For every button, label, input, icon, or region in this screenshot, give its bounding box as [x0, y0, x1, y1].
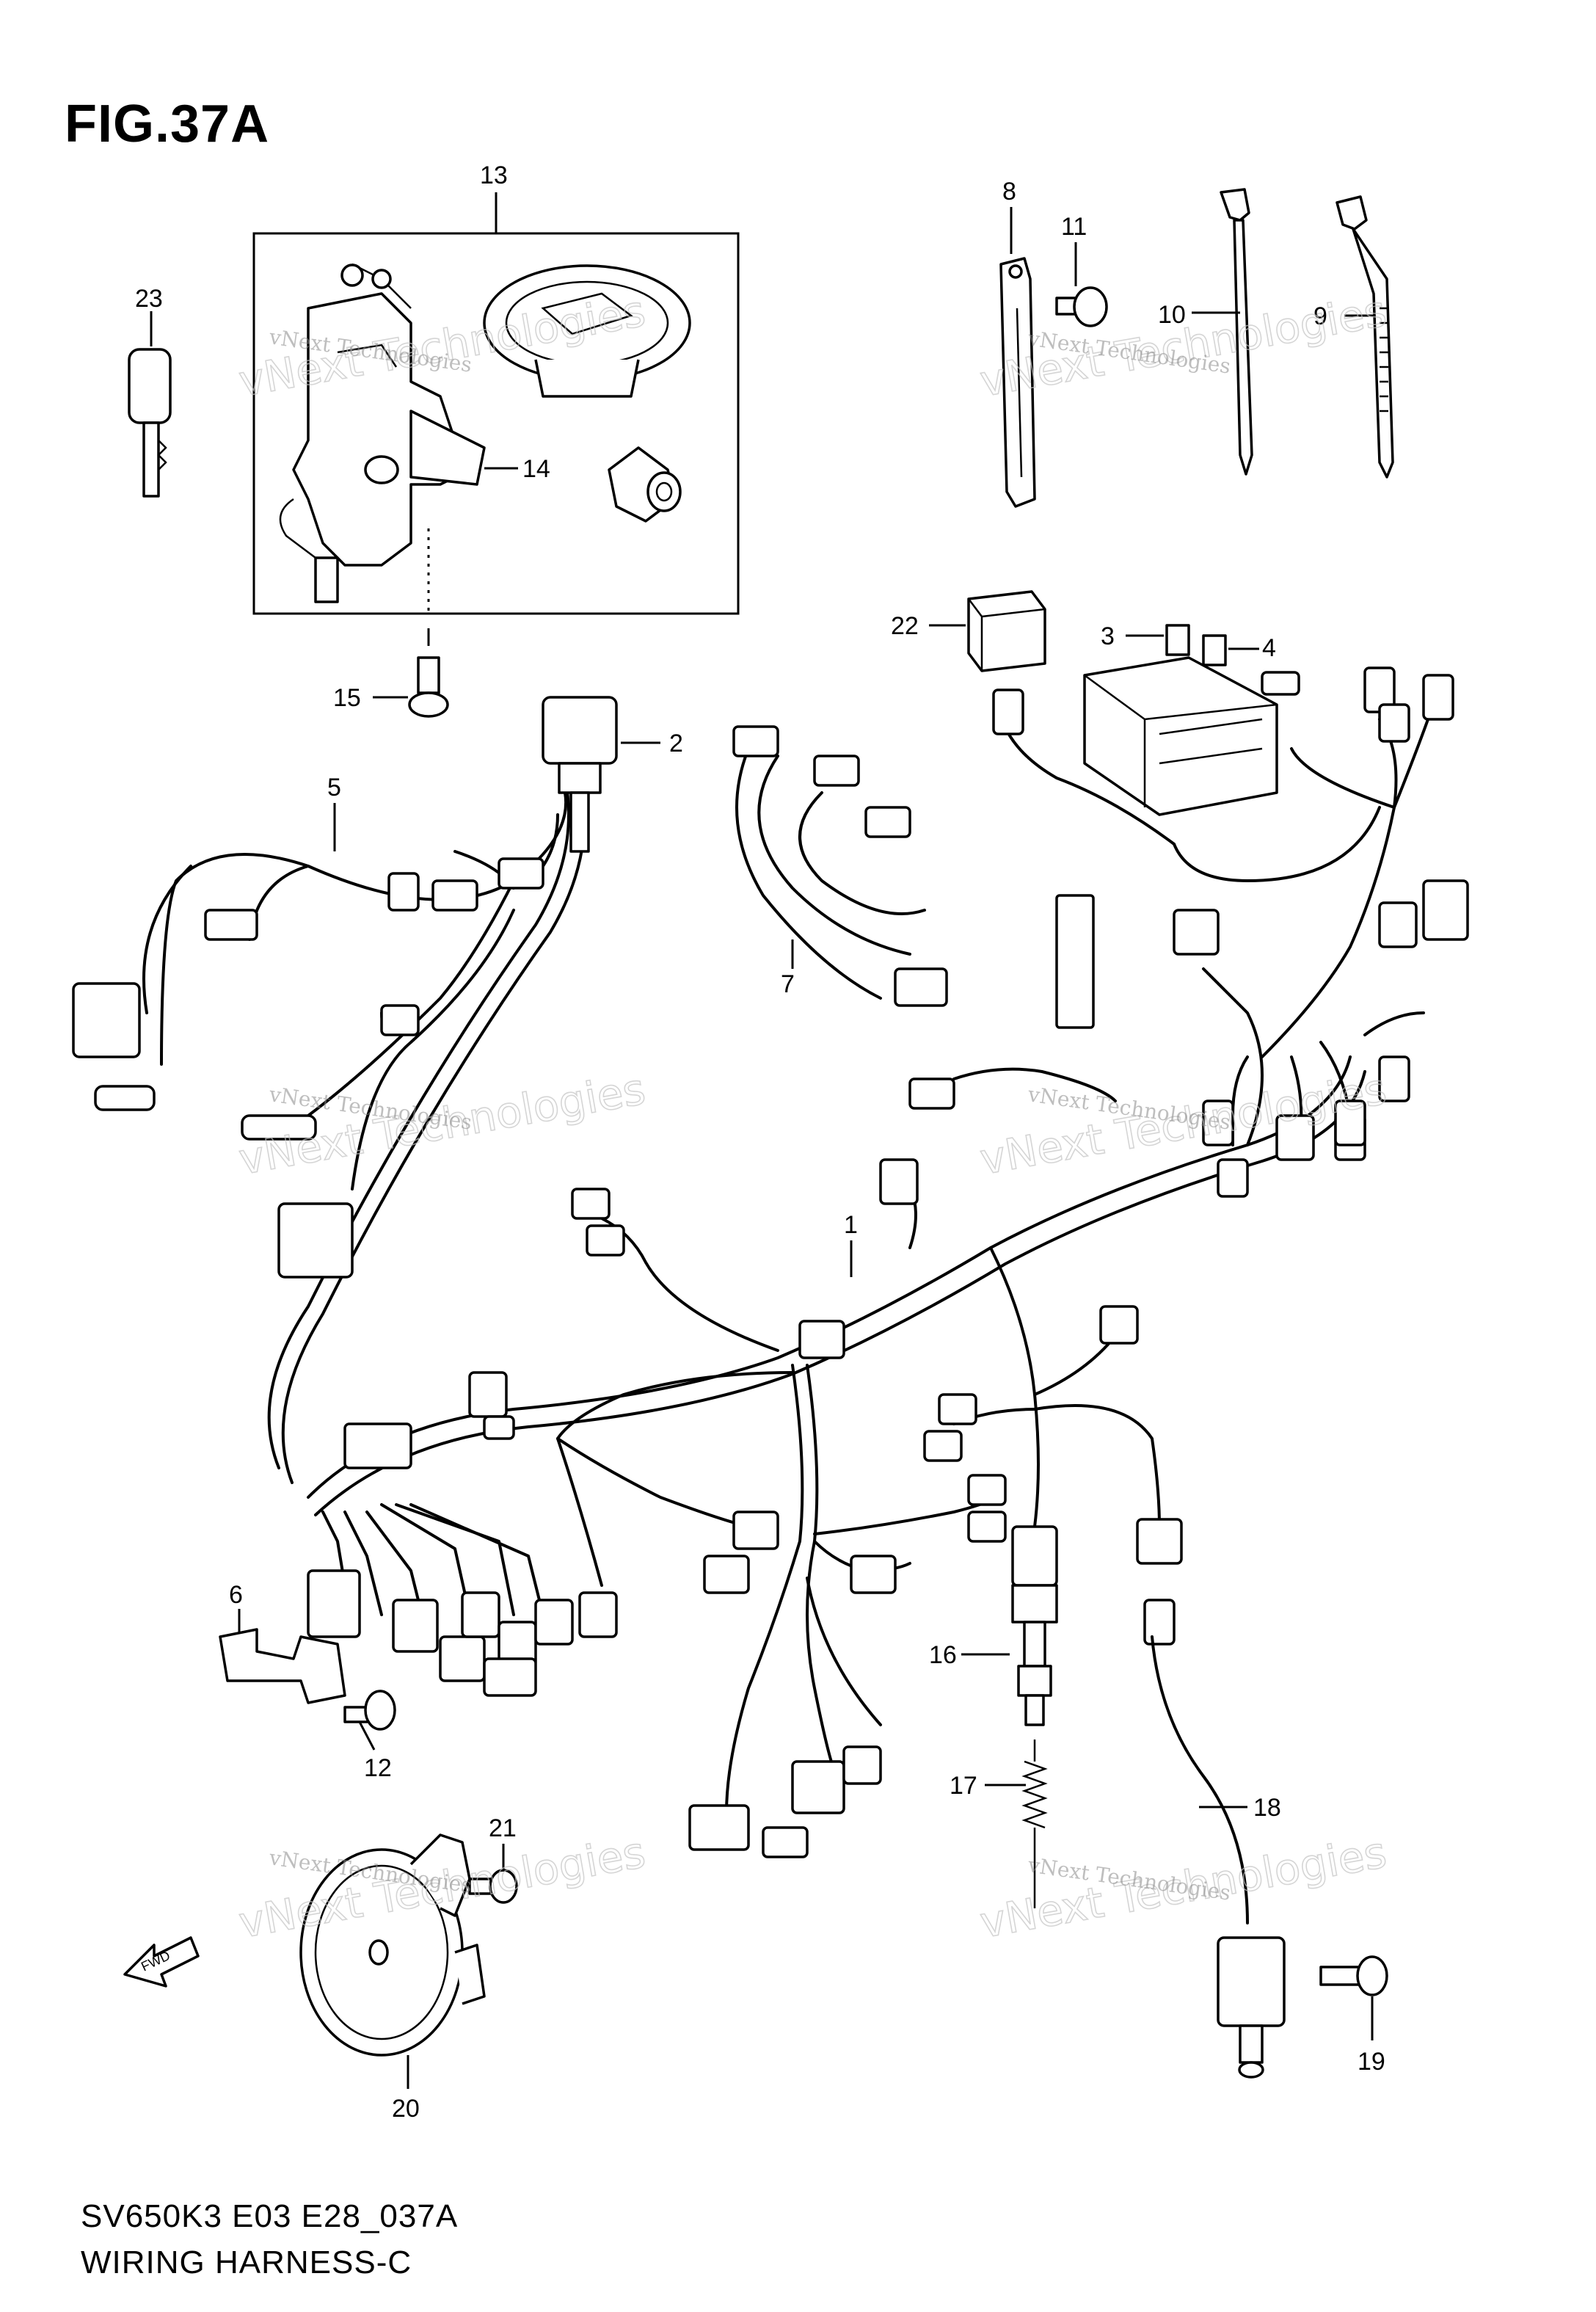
callout-7: 7: [781, 970, 795, 998]
fwd-arrow: FWD: [123, 1936, 200, 1988]
callout-8: 8: [1002, 178, 1016, 206]
callout-18: 18: [1253, 1794, 1281, 1822]
diagram-caption: WIRING HARNESS-C: [81, 2244, 412, 2280]
horn[interactable]: [299, 1833, 486, 2057]
callout-4: 4: [1262, 634, 1276, 662]
callout-17: 17: [950, 1772, 977, 1800]
callout-20: 20: [392, 2095, 420, 2123]
ignition-key[interactable]: [128, 348, 172, 498]
brake-light-switch[interactable]: [1151, 1635, 1286, 2079]
cable-tie-long[interactable]: [1336, 195, 1394, 479]
callout-22: 22: [891, 612, 919, 640]
callout-2: 2: [669, 730, 683, 757]
bracket-bolt[interactable]: [343, 1690, 396, 1731]
callout-23: 23: [135, 285, 163, 313]
fuse[interactable]: [1165, 624, 1227, 666]
callout-15: 15: [333, 684, 361, 712]
callout-1: 1: [844, 1211, 858, 1239]
callout-19: 19: [1358, 2048, 1385, 2076]
relay[interactable]: [967, 590, 1046, 672]
callout-12: 12: [364, 1754, 392, 1782]
figure-title: FIG.37A: [65, 95, 270, 153]
clamp-screw[interactable]: [1055, 286, 1108, 327]
fuel-tank-cap[interactable]: [483, 264, 691, 398]
model-code: SV650K3 E03 E28_037A: [81, 2198, 459, 2234]
oil-pressure-switch[interactable]: [1011, 1584, 1058, 1726]
cable-tie[interactable]: [1220, 188, 1253, 476]
callout-16: 16: [929, 1641, 957, 1669]
callout-14: 14: [522, 455, 550, 483]
callout-5: 5: [327, 774, 341, 801]
callout-11: 11: [1061, 213, 1087, 241]
callout-3: 3: [1101, 622, 1115, 650]
callout-6: 6: [229, 1581, 243, 1609]
return-spring[interactable]: [1021, 1740, 1048, 1908]
fuse-box[interactable]: [1083, 656, 1278, 816]
screw[interactable]: [408, 656, 449, 718]
callout-21: 21: [489, 1814, 517, 1842]
seat-lock-cylinder[interactable]: [608, 446, 682, 523]
switch-screw[interactable]: [1319, 1955, 1388, 1996]
callout-labels: 1 2 3 4 5 6 7 8 9 10 11 12 13 14 15 16 1…: [135, 161, 1385, 2123]
callout-9: 9: [1313, 302, 1327, 330]
callout-10: 10: [1158, 301, 1186, 329]
connector[interactable]: [72, 666, 1469, 1858]
harness-connector[interactable]: [542, 696, 618, 853]
ignition-switch[interactable]: [279, 263, 486, 603]
callout-13: 13: [480, 161, 508, 189]
mounting-bracket[interactable]: [219, 1628, 346, 1704]
wire-clamp[interactable]: [999, 257, 1036, 508]
